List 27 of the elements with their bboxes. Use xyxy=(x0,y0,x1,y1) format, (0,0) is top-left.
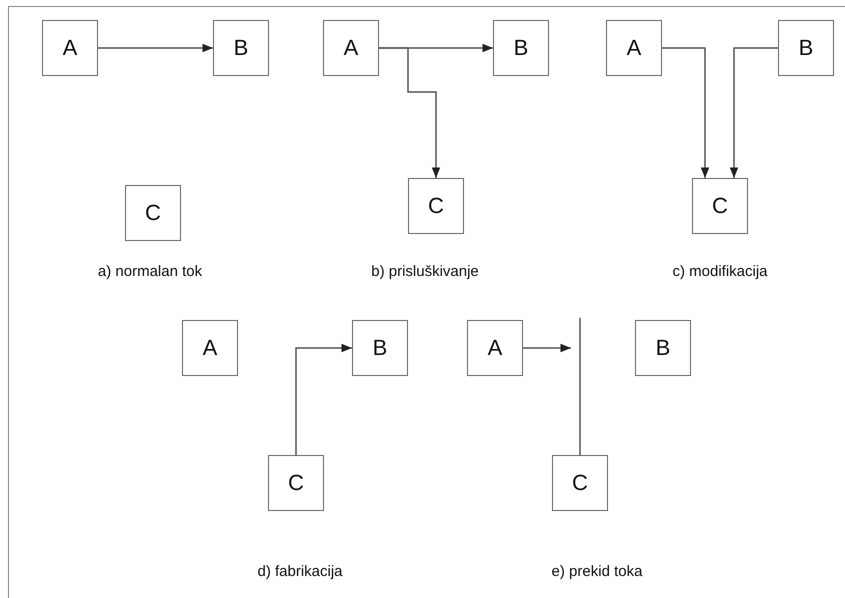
arrow xyxy=(379,47,440,178)
arrow xyxy=(98,44,213,52)
letter-box: C xyxy=(552,455,608,511)
letter-box: A xyxy=(467,320,523,376)
letter-box: C xyxy=(692,178,748,234)
letter-box: A xyxy=(182,320,238,376)
caption: b) prisluškivanje xyxy=(371,263,479,280)
arrow xyxy=(730,47,778,178)
letter-box: C xyxy=(268,455,324,511)
letter-box: B xyxy=(213,20,269,76)
letter-box: A xyxy=(42,20,98,76)
letter-box: B xyxy=(635,320,691,376)
letter-box: C xyxy=(408,178,464,234)
letter-box: C xyxy=(125,185,181,241)
letter-box: A xyxy=(323,20,379,76)
arrow xyxy=(662,47,710,178)
letter-box: A xyxy=(606,20,662,76)
letter-box: B xyxy=(778,20,834,76)
line xyxy=(579,318,581,455)
caption: e) prekid toka xyxy=(552,563,642,580)
letter-box: B xyxy=(352,320,408,376)
caption: a) normalan tok xyxy=(98,263,202,280)
arrow xyxy=(523,344,571,352)
caption: c) modifikacija xyxy=(672,263,768,280)
arrow xyxy=(295,344,352,455)
caption: d) fabrikacija xyxy=(257,563,343,580)
letter-box: B xyxy=(493,20,549,76)
